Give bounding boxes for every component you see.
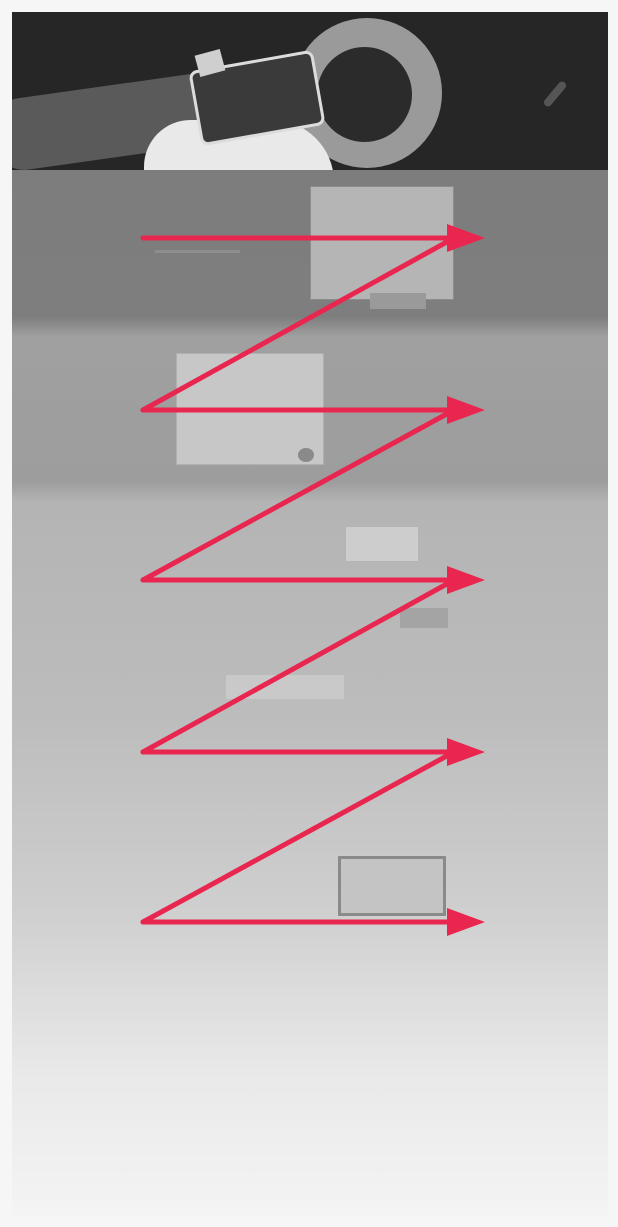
arrowhead-3 bbox=[447, 566, 485, 594]
diagonal-connector-3 bbox=[143, 580, 454, 752]
diagonal-connector-2 bbox=[143, 410, 454, 580]
arrow-heads bbox=[447, 224, 485, 936]
arrowhead-4 bbox=[447, 738, 485, 766]
arrow-lines bbox=[143, 238, 456, 922]
diagonal-connector-1 bbox=[143, 238, 454, 410]
arrowhead-5 bbox=[447, 908, 485, 936]
arrowhead-1 bbox=[447, 224, 485, 252]
diagonal-connector-4 bbox=[143, 752, 454, 922]
arrowhead-2 bbox=[447, 396, 485, 424]
